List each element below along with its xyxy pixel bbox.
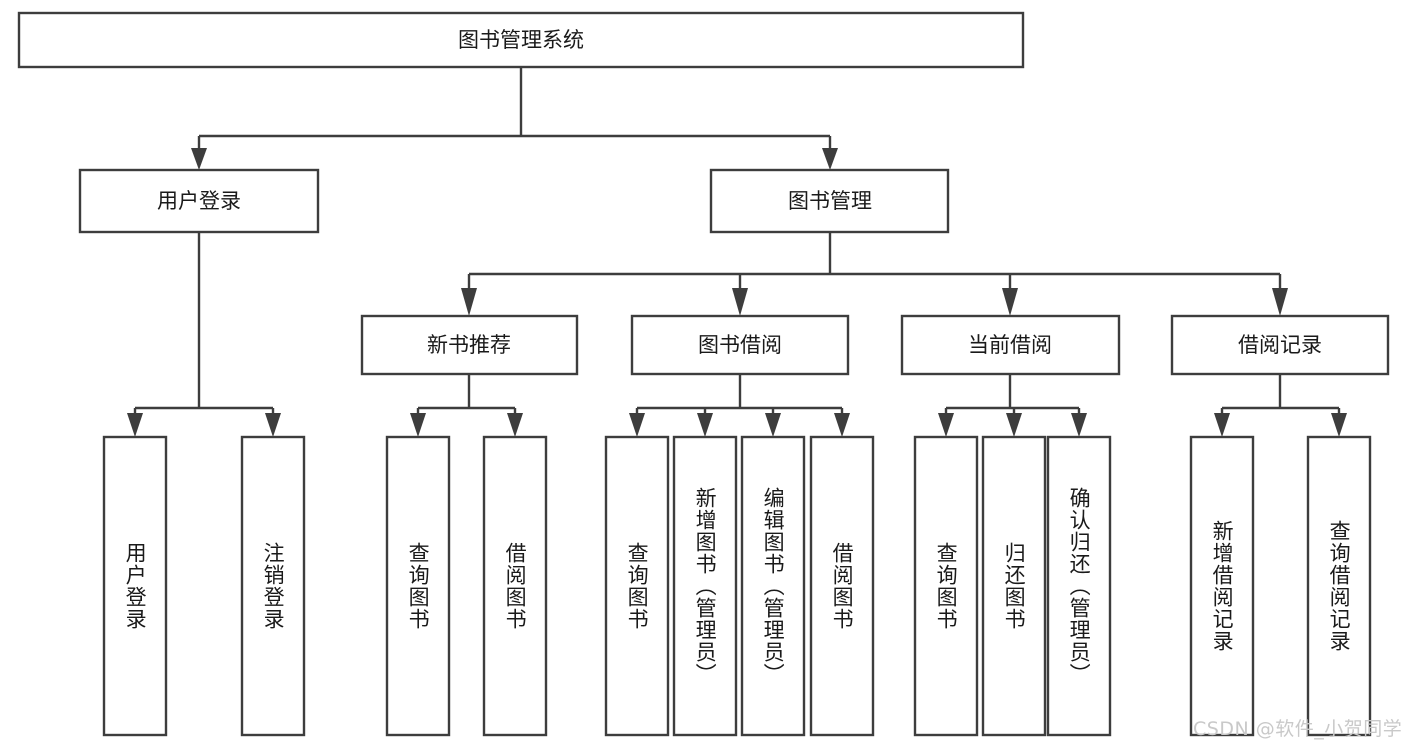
- node-current-borrow-label: 当前借阅: [968, 333, 1052, 357]
- node-book-borrow-label: 图书借阅: [698, 333, 782, 357]
- arrowhead-user-login: [191, 148, 207, 170]
- node-current-borrow[interactable]: [900, 314, 1121, 376]
- arrowhead-leaf-add-record: [1214, 413, 1230, 437]
- arrowhead-leaf-query-record: [1331, 413, 1347, 437]
- node-leaf-confirm-return-admin[interactable]: [1046, 435, 1112, 737]
- node-borrow-record[interactable]: [1170, 314, 1390, 376]
- node-leaf-edit-book-admin[interactable]: [740, 435, 806, 737]
- node-leaf-add-borrow-record[interactable]: [1189, 435, 1255, 737]
- arrowhead-leaf-query-book-3: [938, 413, 954, 437]
- arrowhead-leaf-query-book-1: [410, 413, 426, 437]
- node-leaf-query-book-2[interactable]: [604, 435, 670, 737]
- arrowhead-leaf-user-login: [127, 413, 143, 437]
- node-user-login-label: 用户登录: [157, 189, 241, 213]
- node-leaf-query-borrow-record[interactable]: [1306, 435, 1372, 737]
- node-book-management[interactable]: [709, 168, 950, 234]
- arrowhead-leaf-return-book: [1006, 413, 1022, 437]
- arrowhead-book-mgmt: [822, 148, 838, 170]
- csdn-watermark: CSDN @软件_小贺同学: [1193, 718, 1403, 740]
- arrowhead-leaf-confirm-return: [1071, 413, 1087, 437]
- node-new-book-recommend[interactable]: [360, 314, 579, 376]
- node-layer: 图书管理系统 用户登录 图书管理 新书推荐 图书借阅 当前借阅 借阅记录: [17, 11, 1390, 737]
- arrowhead-leaf-add-book: [697, 413, 713, 437]
- node-borrow-record-label: 借阅记录: [1238, 333, 1322, 357]
- arrowhead-leaf-query-book-2: [629, 413, 645, 437]
- arrowhead-leaf-borrow-book-2: [834, 413, 850, 437]
- node-leaf-add-book-admin[interactable]: [672, 435, 738, 737]
- node-leaf-query-book-1[interactable]: [385, 435, 451, 737]
- node-book-management-label: 图书管理: [788, 189, 872, 213]
- node-leaf-user-login[interactable]: [102, 435, 168, 737]
- arrowhead-leaf-edit-book: [765, 413, 781, 437]
- node-leaf-logout[interactable]: [240, 435, 306, 737]
- arrowhead-book-borrow: [732, 288, 748, 316]
- node-new-book-recommend-label: 新书推荐: [427, 333, 511, 357]
- node-leaf-borrow-book-2[interactable]: [809, 435, 875, 737]
- node-leaf-query-book-3[interactable]: [913, 435, 979, 737]
- node-book-borrow[interactable]: [630, 314, 850, 376]
- arrowhead-current-borrow: [1002, 288, 1018, 316]
- arrowhead-new-book-rec: [461, 288, 477, 316]
- node-user-login[interactable]: [78, 168, 320, 234]
- node-leaf-borrow-book-1[interactable]: [482, 435, 548, 737]
- node-leaf-return-book[interactable]: [981, 435, 1047, 737]
- arrowhead-borrow-record: [1272, 288, 1288, 316]
- arrowhead-leaf-logout: [265, 413, 281, 437]
- arrowhead-leaf-borrow-book-1: [507, 413, 523, 437]
- connector-layer: [127, 67, 1347, 437]
- node-root-label: 图书管理系统: [458, 28, 584, 52]
- node-root[interactable]: [17, 11, 1025, 69]
